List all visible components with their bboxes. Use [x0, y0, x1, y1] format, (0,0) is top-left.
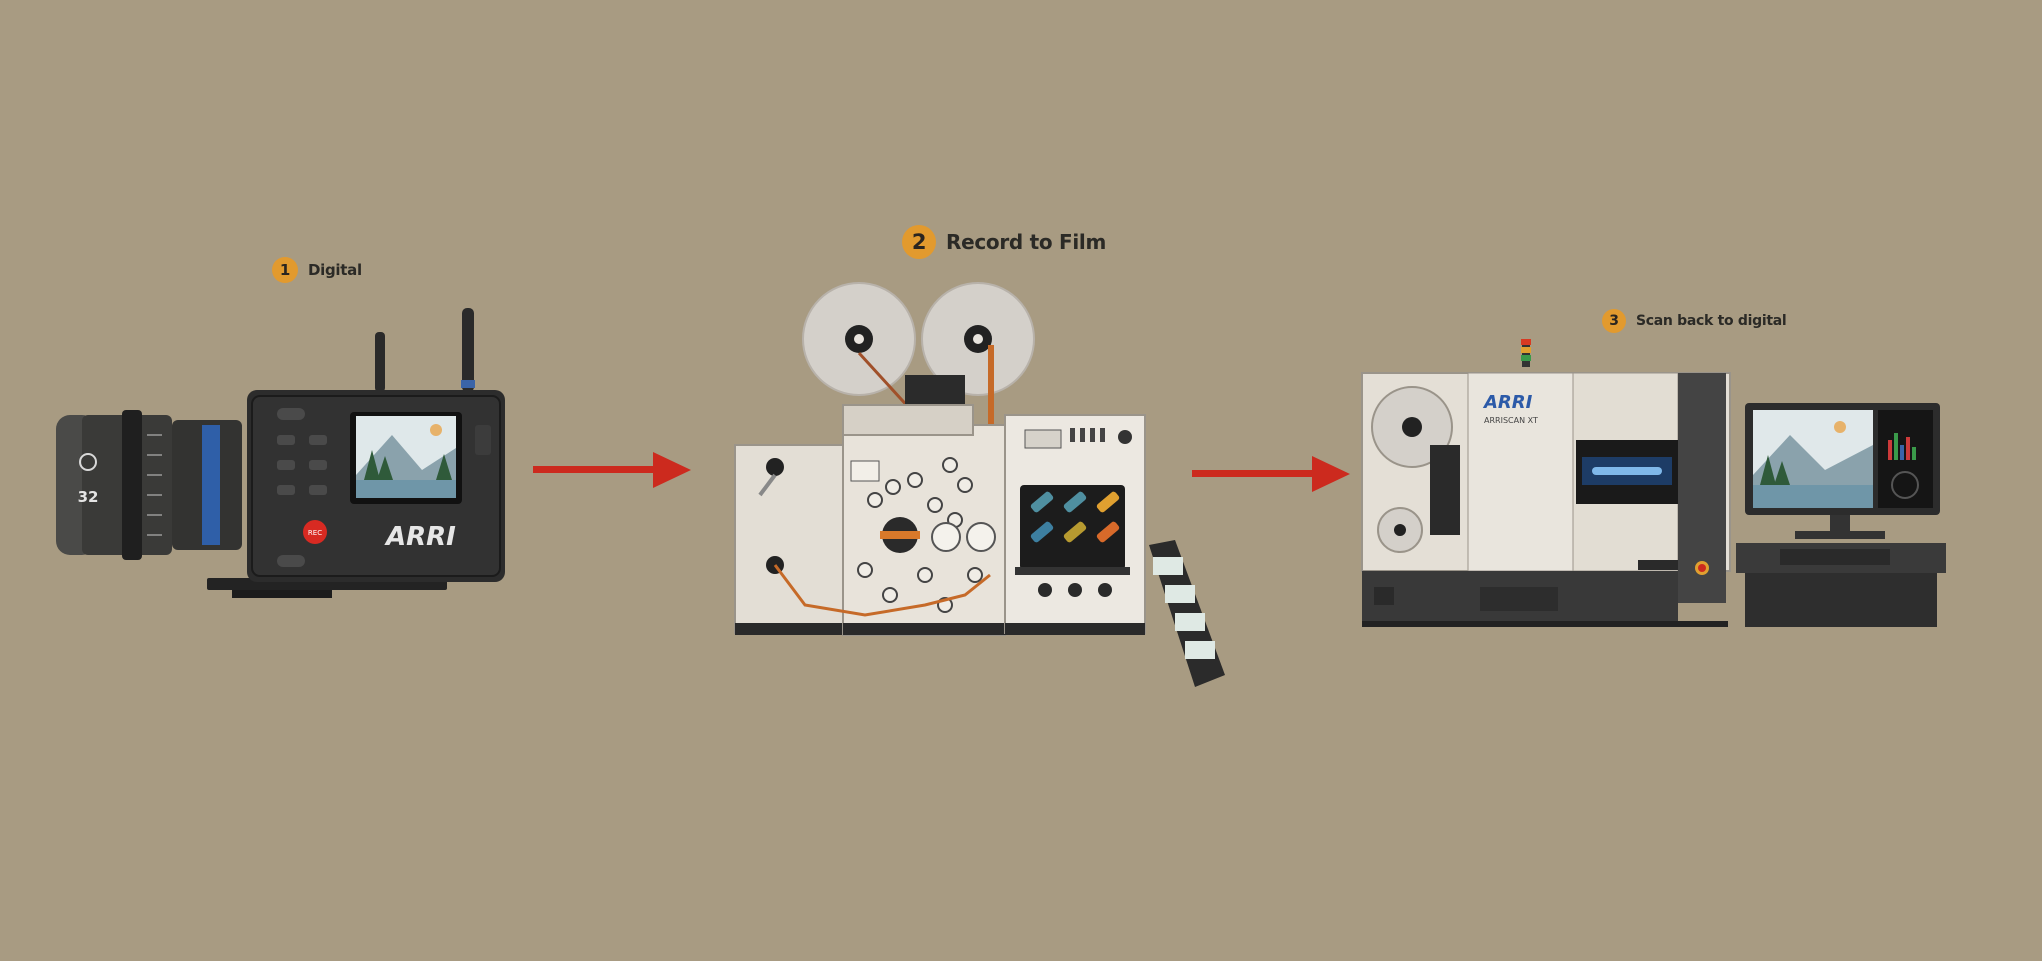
camera-icon: 32 REC ARRI — [56, 308, 505, 598]
step-2-badge: 2 — [902, 225, 936, 259]
step-2-label: 2 Record to Film — [902, 225, 1106, 259]
camera-lens-number: 32 — [78, 488, 99, 506]
step-1-label: 1 Digital — [272, 257, 362, 283]
scanner-brand-logo: ARRI — [1482, 392, 1533, 413]
step-3-label: 3 Scan back to digital — [1602, 309, 1787, 333]
arrow-right-icon — [1192, 456, 1350, 492]
camera-brand-logo: ARRI — [384, 522, 456, 552]
film-scanner-icon: ARRI ARRISCAN XT — [1361, 339, 1946, 627]
step-3-text: Scan back to digital — [1636, 313, 1787, 329]
film-recorder-icon — [734, 282, 1225, 687]
step-2-text: Record to Film — [946, 230, 1106, 254]
step-1-badge: 1 — [272, 257, 298, 283]
step-3-badge: 3 — [1602, 309, 1626, 333]
arrow-right-icon — [533, 452, 691, 488]
camera-rec-label: REC — [308, 529, 322, 537]
step-1-text: Digital — [308, 261, 362, 279]
scanner-model-label: ARRISCAN XT — [1484, 416, 1538, 425]
